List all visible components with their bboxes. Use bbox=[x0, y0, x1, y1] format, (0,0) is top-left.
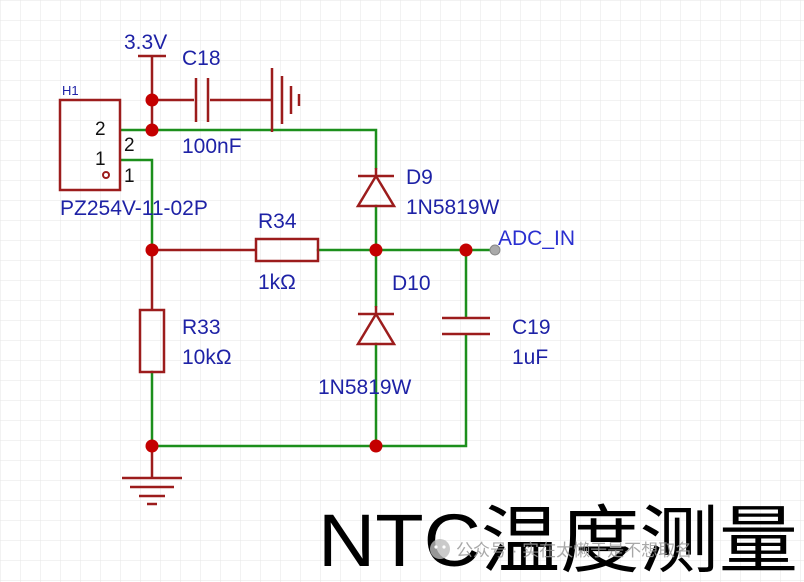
junction-gnd-left bbox=[145, 439, 159, 453]
d10-part: 1N5819W bbox=[318, 376, 412, 399]
h1-pin1-marker bbox=[102, 171, 110, 179]
wechat-icon bbox=[430, 539, 450, 559]
wire-pin1-down bbox=[119, 158, 154, 252]
h1-part: PZ254V-11-02P bbox=[60, 197, 208, 220]
power-label: 3.3V bbox=[124, 31, 167, 54]
junction-diode-node bbox=[369, 243, 383, 257]
c18-value: 100nF bbox=[182, 135, 242, 158]
wire-ground-bus bbox=[150, 334, 468, 448]
component-strokes bbox=[58, 54, 490, 506]
r34-body bbox=[254, 237, 320, 263]
c19-value: 1uF bbox=[512, 346, 548, 369]
watermark: 公众号 · 实在太懒于是不想取名 bbox=[430, 539, 692, 560]
c18-ref: C18 bbox=[182, 47, 221, 70]
r34-value: 1kΩ bbox=[258, 271, 296, 294]
h1-body bbox=[58, 98, 122, 192]
h1-pin2-inner: 2 bbox=[95, 119, 106, 140]
wire-pin2-to-d9 bbox=[119, 128, 378, 170]
r33-value: 10kΩ bbox=[182, 346, 232, 369]
h1-pin1-outer: 1 bbox=[124, 166, 135, 187]
d10-triangle bbox=[355, 311, 397, 346]
adc-in-port[interactable] bbox=[489, 244, 501, 256]
junction-c18 bbox=[145, 93, 159, 107]
watermark-text: 公众号 · 实在太懒于是不想取名 bbox=[456, 541, 692, 560]
wechat-icon-eye-right bbox=[442, 545, 446, 549]
junction-gnd-mid bbox=[369, 439, 383, 453]
diagram-title: NTC温度测量 bbox=[318, 499, 798, 582]
junction-r34-left bbox=[145, 243, 159, 257]
r33-ref: R33 bbox=[182, 316, 221, 339]
r34-ref: R34 bbox=[258, 210, 297, 233]
wires bbox=[119, 128, 494, 448]
d9-triangle bbox=[355, 173, 397, 208]
c19-ref: C19 bbox=[512, 316, 551, 339]
net-label-adc-in: ADC_IN bbox=[498, 227, 575, 250]
r33-body bbox=[138, 308, 166, 374]
d10-ref: D10 bbox=[392, 272, 431, 295]
h1-ref: H1 bbox=[62, 83, 79, 98]
wechat-icon-eye-left bbox=[434, 545, 438, 549]
junction-pin2 bbox=[145, 123, 159, 137]
h1-pin2-outer: 2 bbox=[124, 135, 135, 156]
d9-part: 1N5819W bbox=[406, 196, 500, 219]
junctions bbox=[145, 93, 473, 453]
h1-pin1-inner: 1 bbox=[95, 149, 106, 170]
d9-ref: D9 bbox=[406, 166, 433, 189]
junction-c19-top bbox=[459, 243, 473, 257]
